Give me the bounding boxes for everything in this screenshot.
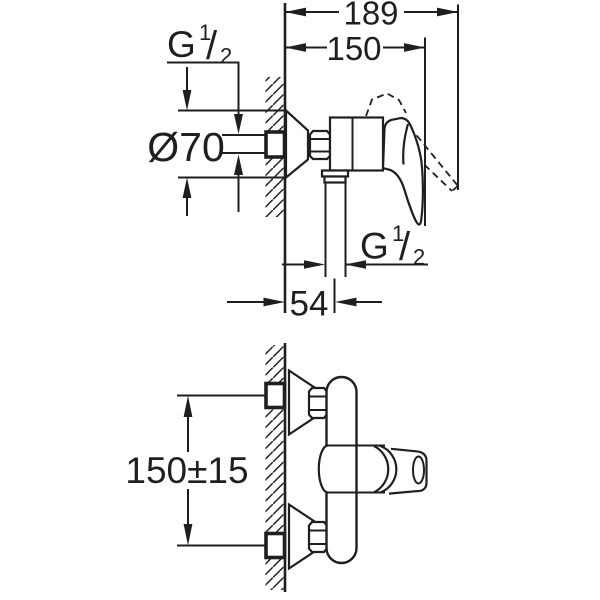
union-nut-lower	[307, 520, 329, 554]
arrow-left-icon	[345, 260, 366, 269]
thread-numerator: 1	[199, 20, 211, 45]
thread-denominator: 2	[220, 44, 232, 69]
outlet-pipe	[324, 182, 347, 277]
arrow-right-icon	[263, 297, 285, 307]
nut-facets	[309, 529, 327, 545]
arrow-down-icon	[183, 524, 193, 546]
handle-dome-arc-outer	[379, 444, 398, 494]
escutcheon-side	[284, 108, 310, 180]
thread-denominator: 2	[413, 245, 425, 270]
union-nut-side	[308, 129, 332, 161]
arrow-left-icon	[285, 43, 306, 52]
dimension-total-depth: 189	[285, 0, 459, 190]
dimension-value-150: 150	[326, 30, 381, 67]
nut-body	[307, 386, 329, 420]
outlet-collar-lower	[323, 175, 347, 184]
arrow-down-icon	[182, 90, 192, 111]
raised-cap-outline	[365, 92, 407, 117]
thread-slash: /	[399, 225, 411, 269]
arrow-up-icon	[183, 395, 193, 417]
thread-label-supply: G 1 / 2	[167, 20, 243, 212]
shower-outlet	[320, 169, 350, 313]
dimension-port-spacing: 150±15	[125, 395, 249, 546]
front-view: 150±15	[125, 343, 428, 592]
nut-facets	[309, 395, 327, 411]
thread-letter: G	[167, 24, 196, 65]
mixer-body-front	[325, 375, 358, 565]
arrow-left-icon	[285, 7, 306, 17]
dimension-outlet-offset: 54	[227, 285, 382, 324]
dimension-body-depth: 150	[285, 30, 426, 226]
dimension-value-port-spacing: 150±15	[125, 450, 248, 491]
supply-pipe	[222, 134, 265, 154]
arrow-up-icon	[182, 177, 192, 198]
body-rect	[328, 116, 385, 172]
arrow-right-icon	[404, 43, 425, 52]
thread-label-outlet: G 1 / 2	[282, 221, 428, 270]
handle-dome-arc-inner	[373, 445, 390, 494]
supply-union-fitting	[264, 130, 287, 159]
arrow-right-icon	[304, 260, 325, 269]
union-nut-upper	[307, 386, 329, 420]
thread-letter: G	[360, 226, 389, 267]
dimension-escutcheon-diameter: Ø70	[147, 67, 287, 216]
supply-union-fitting-lower	[264, 531, 287, 560]
arrow-left-icon	[335, 297, 357, 307]
thread-slash: /	[206, 24, 218, 68]
arrow-down-icon	[234, 114, 243, 134]
nut-body	[307, 520, 329, 554]
lever-outline	[381, 117, 424, 226]
arrow-right-icon	[437, 7, 458, 17]
handle-end-cap	[412, 455, 425, 485]
lever-cap-line	[402, 123, 410, 165]
arrow-up-icon	[234, 154, 243, 175]
side-view: 189 150 G 1 / 2 Ø7	[147, 0, 459, 324]
dimension-value-diameter: Ø70	[147, 124, 225, 170]
lever-handle-side	[381, 117, 424, 226]
nut-body	[308, 129, 332, 161]
body-left-bulge	[317, 444, 329, 494]
handle-knob	[388, 447, 428, 495]
leader-line	[167, 61, 240, 114]
dimension-value-54: 54	[290, 285, 329, 324]
thread-numerator: 1	[392, 221, 404, 246]
nut-facets	[310, 138, 330, 153]
dimension-value-189: 189	[343, 0, 398, 32]
valve-center-front	[317, 444, 428, 495]
valve-body-side	[328, 116, 385, 172]
supply-union-fitting-upper	[264, 381, 287, 410]
